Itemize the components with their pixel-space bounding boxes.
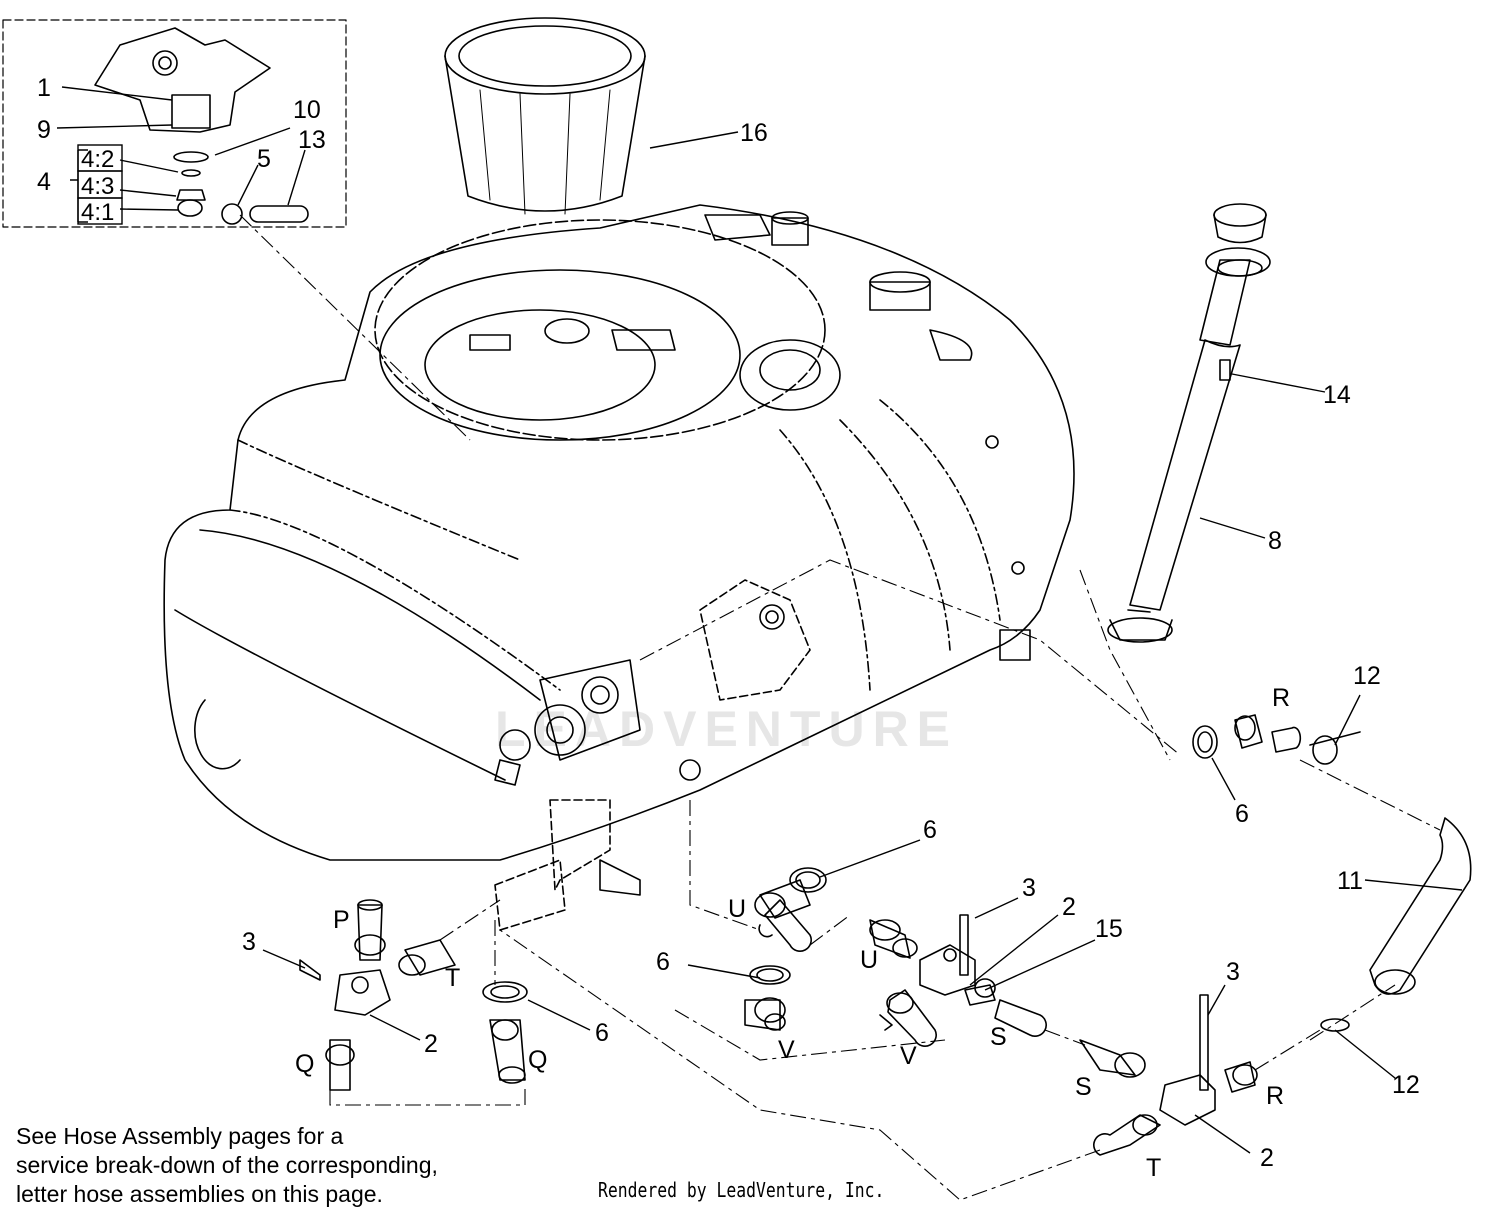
callout-S-bottom: S	[1075, 1073, 1092, 1101]
callout-Q-right: Q	[528, 1046, 547, 1074]
callout-4: 4	[37, 168, 51, 196]
callout-Q-left: Q	[295, 1050, 314, 1078]
callout-3-right: 3	[1226, 958, 1240, 986]
callout-16: 16	[740, 119, 768, 147]
callout-4-1: 4:1	[81, 199, 114, 226]
callout-V-right: V	[900, 1042, 917, 1070]
watermark: LEADVENTURE	[495, 701, 959, 757]
callout-R-top: R	[1272, 684, 1290, 712]
callout-3-left: 3	[242, 928, 256, 956]
callout-6-center: 6	[923, 816, 937, 844]
callout-4-3: 4:3	[81, 173, 114, 200]
callout-5: 5	[257, 145, 271, 173]
callout-3-center: 3	[1022, 874, 1036, 902]
callout-14: 14	[1323, 381, 1351, 409]
callout-V-left: V	[778, 1036, 795, 1064]
callout-R-bottom: R	[1266, 1082, 1284, 1110]
callout-6-right: 6	[1235, 800, 1249, 828]
callout-2-left: 2	[424, 1030, 438, 1058]
render-credit: Rendered by LeadVenture, Inc.	[598, 1178, 885, 1202]
callout-11: 11	[1337, 867, 1363, 895]
callout-4-2: 4:2	[81, 146, 114, 173]
callout-8: 8	[1268, 527, 1282, 555]
callout-6-v: 6	[656, 948, 670, 976]
callout-9: 9	[37, 116, 51, 144]
callout-10: 10	[293, 96, 321, 124]
callout-6-left: 6	[595, 1019, 609, 1047]
callout-T-bottom: T	[1146, 1154, 1161, 1182]
note-line-1: See Hose Assembly pages for a	[16, 1123, 344, 1149]
inset-box	[2, 19, 347, 228]
callout-labels: 1 9 10 13 4 4:2 4:3 4:1 5 16 14 8 12 R 6…	[37, 74, 1420, 1182]
note-line-3: letter hose assemblies on this page.	[16, 1181, 383, 1207]
callout-15: 15	[1095, 915, 1123, 943]
callout-S-top: S	[990, 1023, 1007, 1051]
callout-T-left: T	[445, 964, 460, 992]
callout-1: 1	[37, 74, 51, 102]
callout-12-top: 12	[1353, 662, 1381, 690]
callout-U-right: U	[860, 946, 878, 974]
callout-13: 13	[298, 126, 326, 154]
callout-P: P	[333, 906, 350, 934]
hose-assembly-note: See Hose Assembly pages for a service br…	[16, 1122, 536, 1209]
callout-2-center: 2	[1062, 893, 1076, 921]
callout-12-bottom: 12	[1392, 1071, 1420, 1099]
note-line-2: service break-down of the corresponding,	[16, 1152, 438, 1178]
callout-2-right: 2	[1260, 1144, 1274, 1172]
callout-U-left: U	[728, 895, 746, 923]
